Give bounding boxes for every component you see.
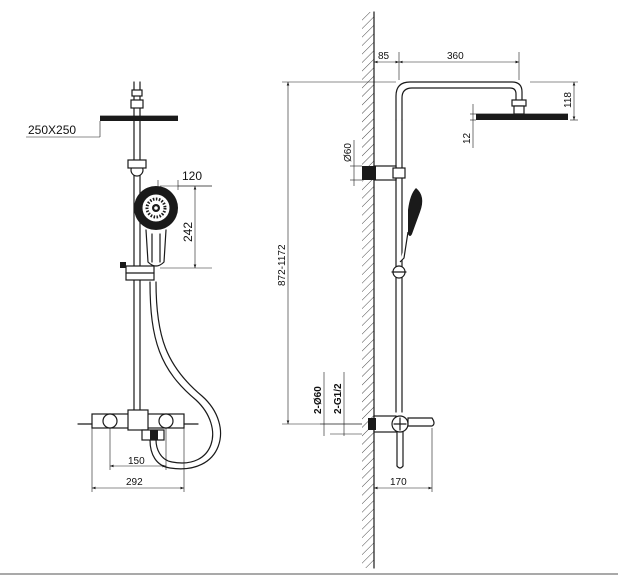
head-size-dimension: 250X250 — [26, 121, 101, 138]
handshower-length-dimension: 242 — [160, 185, 212, 269]
mixer-side — [368, 415, 435, 469]
inlet-dimensions: 2-Ø60 2-G1/2 — [313, 372, 362, 436]
inlet-diameter-label: 2-Ø60 — [313, 386, 324, 414]
height-range-dimension: 872-1172 — [277, 81, 396, 425]
side-view: 85 360 118 12 Ø60 — [277, 11, 578, 569]
wall-offset-label: 85 — [378, 51, 390, 62]
shower-arm-side — [395, 81, 568, 121]
handshower-offset-label: 120 — [182, 169, 202, 183]
rain-head-front — [100, 81, 178, 121]
inlet-thread-label: 2-G1/2 — [333, 383, 344, 414]
bracket-diameter-dimension: Ø60 — [343, 140, 362, 186]
spout-projection-label: 170 — [390, 477, 407, 488]
head-size-label: 250X250 — [28, 123, 76, 137]
overall-width-label: 292 — [126, 477, 143, 488]
mixer-front — [77, 409, 199, 441]
spout-projection-dimension: 170 — [374, 428, 433, 492]
riser-pipe-front — [120, 120, 155, 421]
head-thickness-dimension: 12 — [462, 104, 476, 148]
head-drop-label: 118 — [563, 92, 574, 108]
handshower-length-label: 242 — [181, 222, 195, 242]
wall — [362, 11, 375, 569]
arm-length-dimension: 360 — [399, 51, 520, 80]
inner-width-label: 150 — [128, 456, 145, 467]
head-thickness-label: 12 — [462, 132, 473, 144]
arm-length-label: 360 — [447, 51, 464, 62]
hand-shower-front — [134, 186, 178, 267]
inner-width-dimension: 150 — [109, 428, 167, 470]
height-range-label: 872-1172 — [277, 244, 288, 286]
front-view: 250X250 — [26, 81, 222, 492]
hose-front — [149, 281, 222, 470]
hand-shower-side — [399, 188, 423, 263]
handshower-offset-dimension: 120 — [157, 169, 212, 190]
riser-pipe-side — [362, 119, 407, 413]
head-drop-dimension: 118 — [530, 81, 578, 121]
overall-width-dimension: 292 — [91, 428, 185, 492]
bracket-diameter-label: Ø60 — [343, 143, 354, 162]
wall-offset-dimension: 85 — [373, 51, 400, 80]
